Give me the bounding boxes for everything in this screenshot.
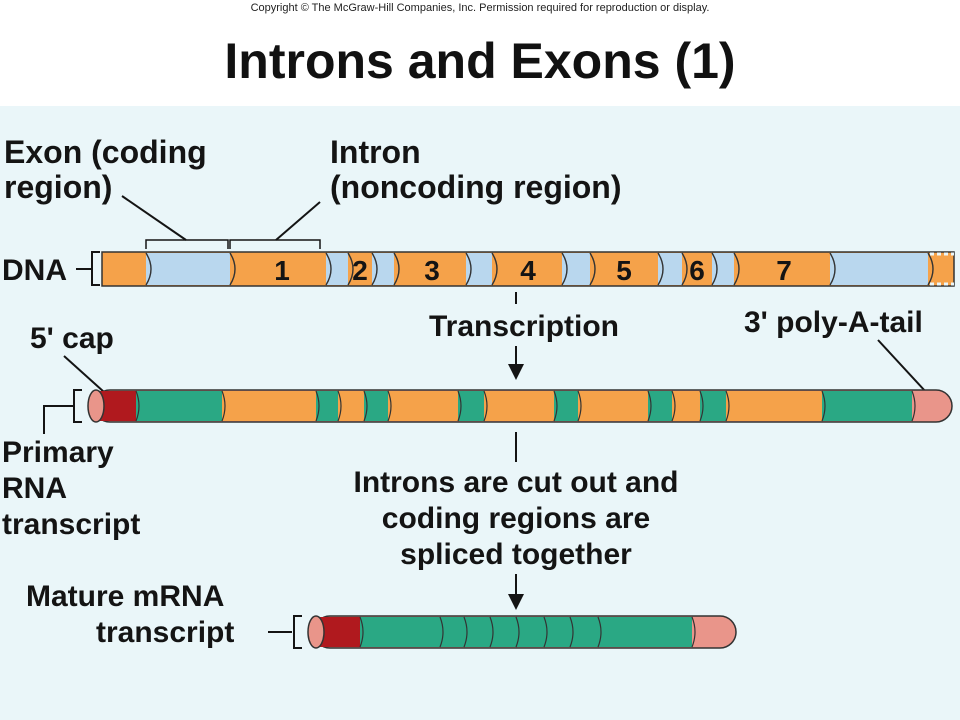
transcription-label: Transcription [429, 310, 619, 343]
intron-segment [578, 391, 648, 421]
coding-segment [822, 391, 912, 421]
strand-end-cap [87, 389, 105, 423]
intron-label-line1: Intron [330, 134, 421, 170]
page-title: Introns and Exons (1) [224, 33, 736, 89]
coding-segment [136, 391, 222, 421]
intron-segment [712, 253, 734, 285]
dna-strand [101, 251, 955, 287]
intron-bracket [229, 239, 321, 249]
intron-segment [830, 253, 928, 285]
exon-bracket [145, 239, 229, 249]
primary-transcript-bracket [73, 389, 82, 423]
splicing-label-line3: spliced together [400, 538, 632, 571]
primary-transcript-label-line2: RNA [2, 472, 67, 505]
intron-segment [658, 253, 682, 285]
coding-segment [554, 391, 578, 421]
intron-segment [222, 391, 316, 421]
exon-number: 3 [424, 255, 440, 286]
dna-bracket [91, 251, 100, 286]
intron-segment [326, 253, 348, 285]
mature-transcript-label-line1: Mature mRNA [26, 580, 224, 613]
primary-transcript-label-line1: Primary [2, 436, 114, 469]
exon-number: 5 [616, 255, 632, 286]
polya-pointer-line [877, 339, 927, 393]
exon-label-line1: Exon (coding [4, 134, 207, 170]
intron-segment [466, 253, 492, 285]
coding-segment [458, 391, 484, 421]
intron-segment [484, 391, 554, 421]
exon-number: 4 [520, 255, 536, 286]
intron-segment [672, 391, 700, 421]
coding-segment [648, 391, 672, 421]
primary-transcript-label-line3: transcript [2, 508, 140, 541]
primary-rna-strand [87, 389, 953, 423]
copyright-notice: Copyright © The McGraw-Hill Companies, I… [250, 2, 710, 14]
intron-pointer-line [275, 201, 321, 241]
dna-label: DNA [2, 254, 67, 287]
strand-end-cap [307, 615, 325, 649]
exon-number: 7 [776, 255, 792, 286]
intron-segment [146, 253, 230, 285]
intron-segment [372, 253, 394, 285]
exon-number: 1 [274, 255, 290, 286]
coding-segment [700, 391, 726, 421]
splicing-label-line1: Introns are cut out and [353, 466, 678, 499]
cap-label: 5' cap [30, 322, 114, 355]
mature-transcript-bracket [293, 615, 302, 649]
mature-mrna-strand [307, 615, 737, 649]
exon-number: 2 [352, 255, 368, 286]
exon-label-line2: region) [4, 169, 112, 205]
intron-segment [562, 253, 590, 285]
intron-segment [726, 391, 822, 421]
polya-label: 3' poly-A-tail [744, 306, 923, 339]
coding-segment [360, 617, 692, 647]
exon-pointer-line [121, 195, 187, 241]
intron-segment [388, 391, 458, 421]
coding-segment [364, 391, 388, 421]
mature-transcript-label-line2: transcript [96, 616, 234, 649]
cap-pointer-line [63, 355, 105, 393]
exon-number: 6 [689, 255, 705, 286]
intron-label-line2: (noncoding region) [330, 169, 622, 205]
coding-segment [316, 391, 338, 421]
intron-segment [338, 391, 364, 421]
primary-transcript-connector [43, 405, 74, 434]
splicing-label-line2: coding regions are [382, 502, 650, 535]
